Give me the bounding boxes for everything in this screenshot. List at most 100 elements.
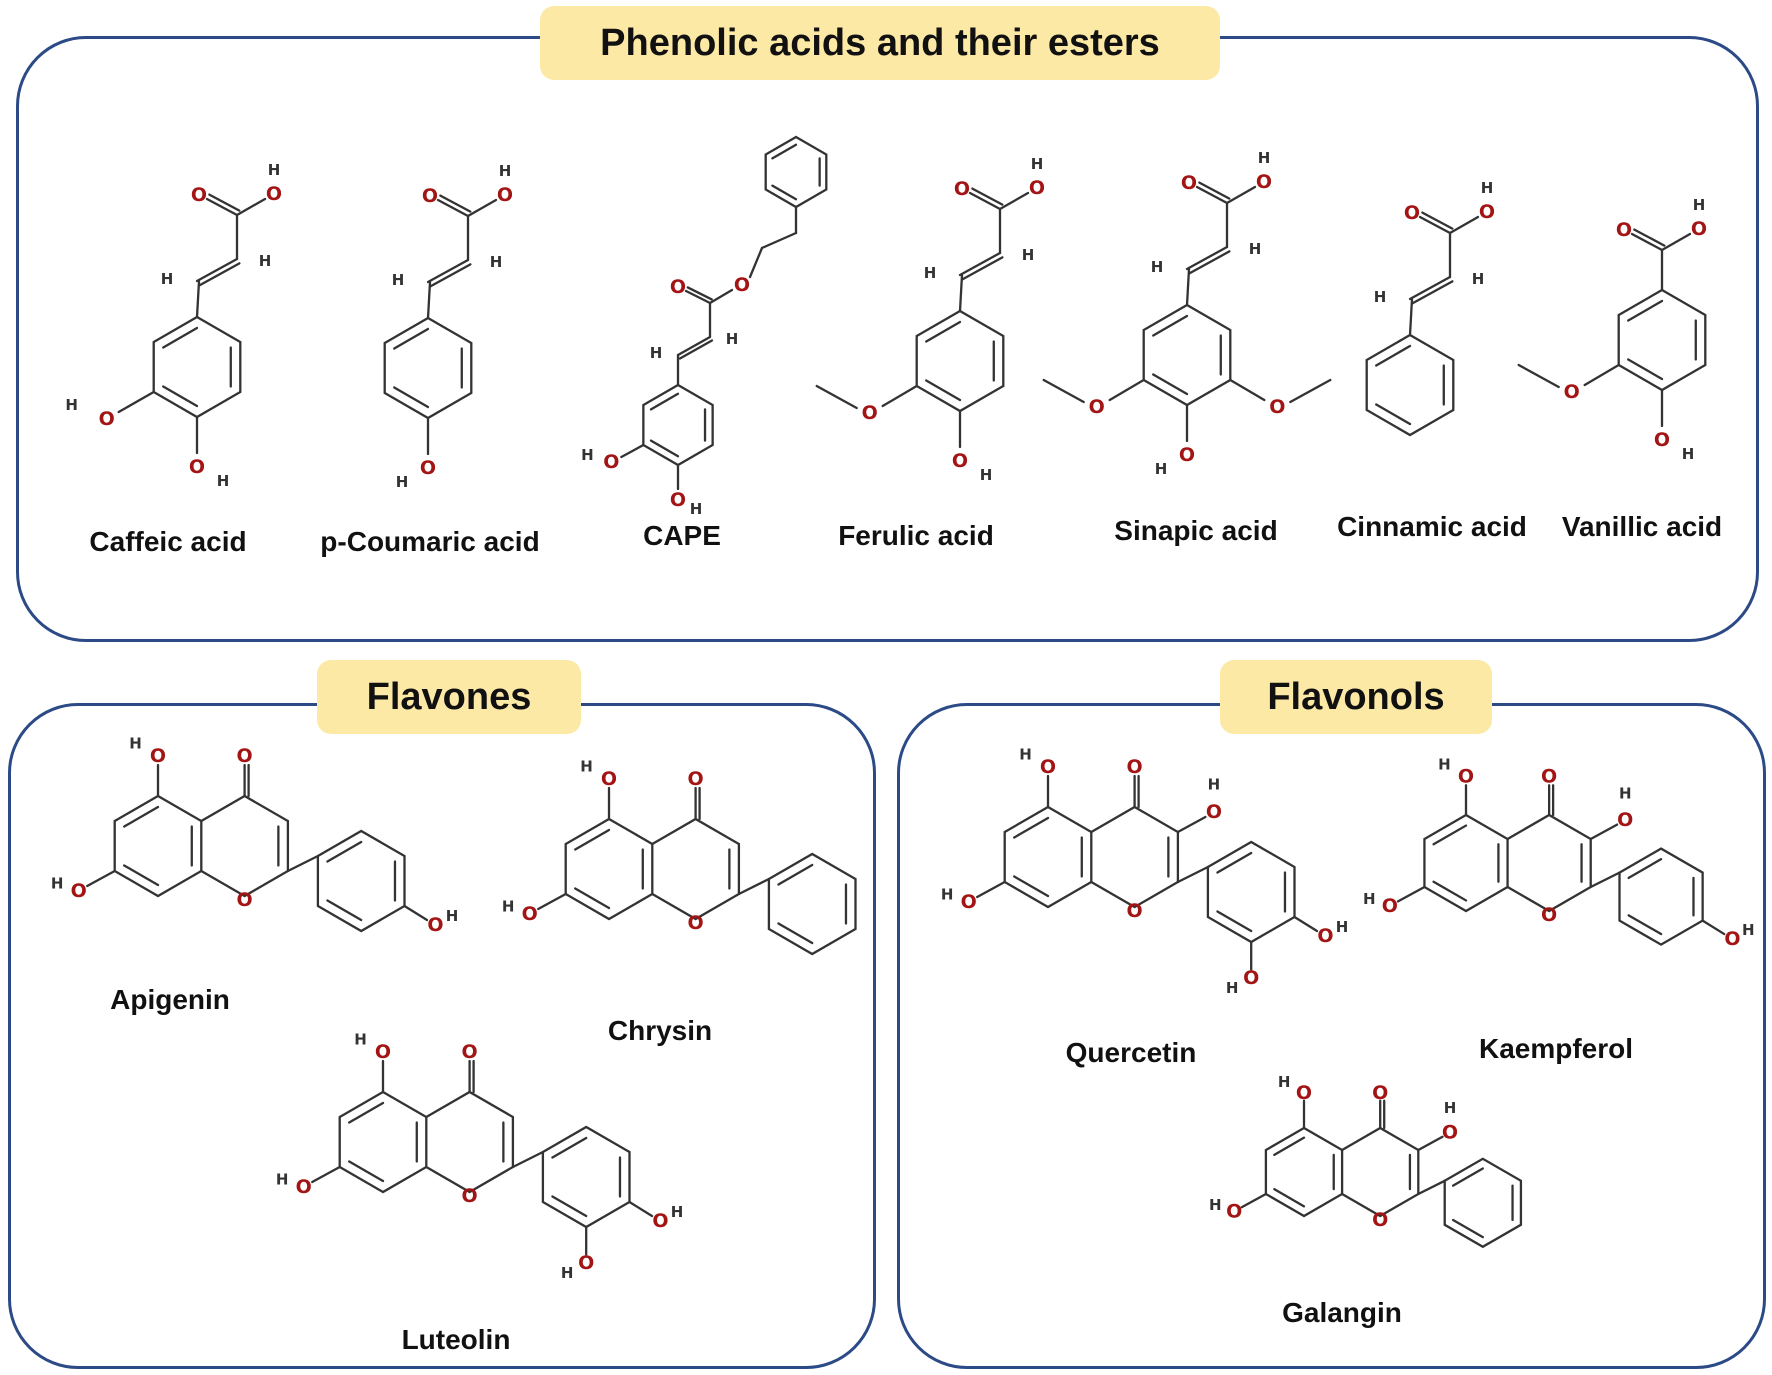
bond	[208, 193, 241, 212]
bond	[771, 143, 798, 160]
oxygen-atom: O	[375, 1041, 391, 1063]
bond-path	[425, 1090, 515, 1194]
hydrogen-atom: H	[581, 446, 594, 464]
oxygen-atom: O	[522, 903, 538, 925]
bond	[958, 273, 964, 313]
bond	[1375, 403, 1412, 426]
bond	[1633, 228, 1666, 247]
apigenin-label: Apigenin	[110, 984, 230, 1015]
bond	[881, 384, 918, 408]
oxygen-atom: O	[497, 184, 513, 206]
bond	[123, 805, 160, 828]
oxygen-atom: O	[1691, 218, 1707, 240]
oxygen-atom: O	[422, 185, 438, 207]
hydrogen-atom: H	[502, 898, 515, 916]
luteolin-label: Luteolin	[401, 1324, 511, 1355]
hydrogen-atom: H	[499, 162, 512, 180]
hydrogen-atom: H	[490, 253, 503, 271]
bond	[1627, 858, 1663, 880]
bond	[1418, 215, 1452, 235]
bond	[235, 197, 267, 217]
hydrogen-atom: H	[1208, 776, 1221, 794]
bond	[1589, 823, 1619, 841]
bond	[925, 379, 962, 402]
bond	[1013, 875, 1050, 898]
bond	[1432, 824, 1468, 846]
bond	[1701, 919, 1726, 936]
bond-path	[200, 794, 290, 898]
ferulic-acid-label: Ferulic acid	[838, 520, 994, 551]
oxygen-atom: O	[1541, 904, 1557, 926]
oxygen-atom: O	[862, 402, 878, 424]
hydrogen-atom: H	[1444, 1099, 1457, 1117]
sinapic-acid-label: Sinapic acid	[1114, 515, 1278, 546]
p-coumaric-acid-label: p-Coumaric acid	[320, 526, 540, 557]
bond	[326, 840, 363, 863]
hydrogen-atom: H	[726, 330, 739, 348]
bond	[1240, 1192, 1268, 1209]
bond	[1448, 215, 1480, 235]
bond	[574, 828, 611, 851]
hydrogen-atom: H	[1031, 155, 1044, 173]
bond	[286, 854, 320, 873]
hydrogen-atom: H	[259, 252, 272, 270]
bond	[971, 187, 1004, 206]
bond	[777, 922, 814, 945]
bond	[1293, 915, 1319, 933]
oxygen-atom: O	[1179, 444, 1195, 466]
bond-path	[767, 852, 857, 956]
bond-path	[1506, 813, 1592, 913]
hydrogen-atom: H	[1472, 270, 1485, 288]
bond	[1042, 378, 1085, 404]
chrysin-label: Chrysin	[607, 1015, 713, 1046]
bond	[958, 251, 1002, 277]
oxygen-atom: O	[1226, 1201, 1242, 1223]
oxygen-atom: O	[670, 489, 686, 511]
hydrogen-atom: H	[980, 466, 993, 484]
bond	[117, 390, 155, 414]
bond	[649, 392, 680, 411]
oxygen-atom: O	[652, 1210, 668, 1232]
bond	[961, 256, 1004, 281]
bond-path	[764, 135, 828, 209]
oxygen-atom: O	[237, 889, 253, 911]
oxygen-atom: O	[1243, 967, 1259, 989]
bond	[628, 1200, 654, 1218]
phenolic-acids-title: Phenolic acids and their esters	[540, 6, 1220, 80]
oxygen-atom: O	[1296, 1082, 1312, 1104]
bond-path	[1142, 303, 1232, 407]
bond	[326, 899, 363, 922]
cape-label: CAPE	[643, 520, 721, 551]
bond	[998, 191, 1030, 211]
bond	[1417, 1179, 1446, 1196]
oxygen-atom: O	[601, 768, 617, 790]
bond	[1583, 363, 1620, 387]
bond	[1451, 1218, 1484, 1239]
bond	[537, 892, 567, 911]
hydrogen-atom: H	[561, 1264, 574, 1282]
quercetin-label: Quercetin	[1065, 1037, 1197, 1068]
hydrogen-atom: H	[51, 875, 64, 893]
bond-path	[1443, 1157, 1523, 1249]
bond	[205, 197, 239, 217]
bond-path	[642, 383, 714, 467]
bond	[1185, 245, 1229, 271]
oxygen-atom: O	[1724, 928, 1740, 950]
flavonols-title: Flavonols	[1220, 660, 1492, 734]
bond	[649, 439, 680, 458]
hydrogen-atom: H	[1438, 756, 1451, 774]
hydrogen-atom: H	[650, 344, 663, 362]
bond	[1627, 299, 1664, 322]
hydrogen-atom: H	[924, 264, 937, 282]
oxygen-atom: O	[71, 880, 87, 902]
oxygen-atom: O	[266, 183, 282, 205]
oxygen-atom: O	[1040, 756, 1056, 778]
bond	[1176, 865, 1210, 884]
bond	[684, 289, 712, 305]
